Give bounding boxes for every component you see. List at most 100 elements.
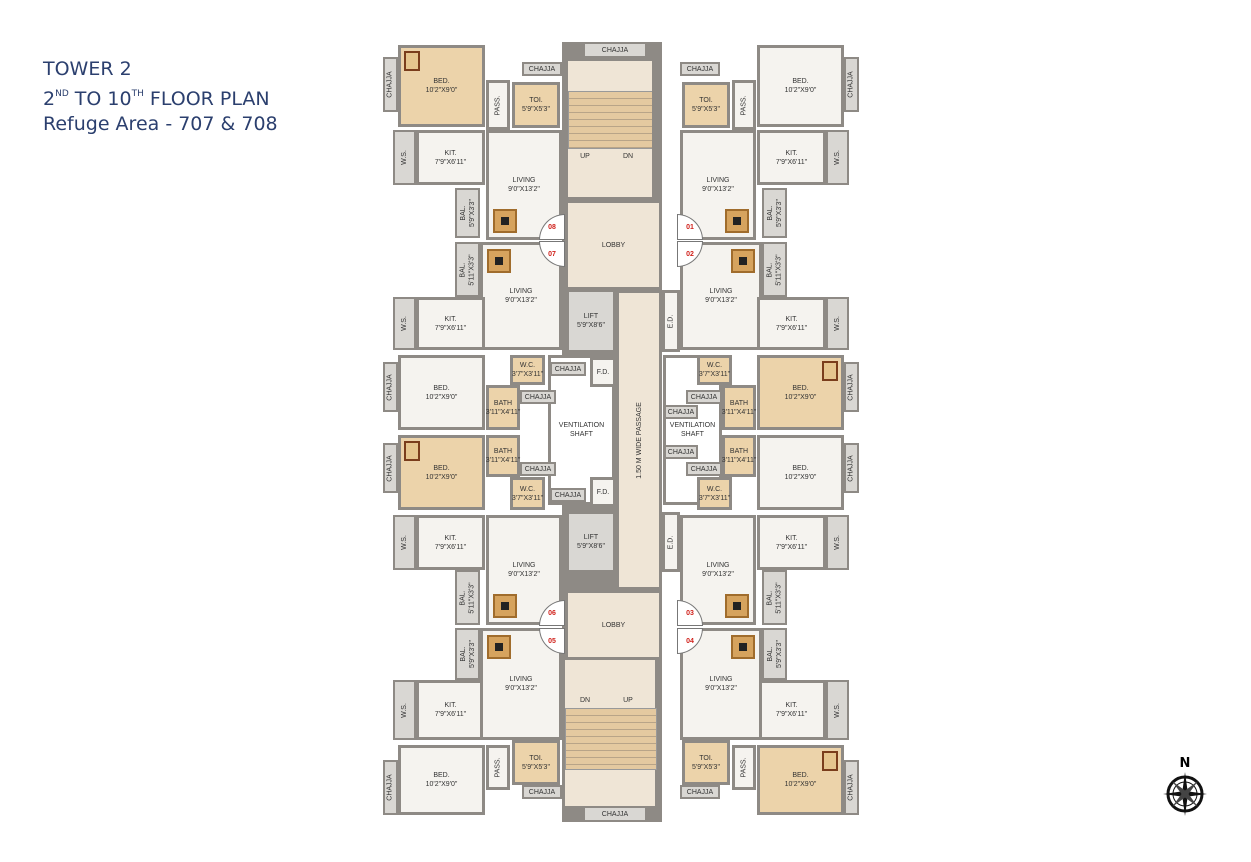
sofa-icon xyxy=(493,594,517,618)
room-label: UP xyxy=(580,152,590,160)
room-label: KIT. xyxy=(444,315,457,323)
room-label: W.S. xyxy=(834,150,841,165)
room-dimensions: 5'11"X3'3" xyxy=(468,581,476,614)
room-dimensions: 9'0"X13'2" xyxy=(508,571,540,578)
unit-06-bed: BED.10'2"X9'0" xyxy=(398,435,485,510)
unit-02-w-s: W.S. xyxy=(826,297,849,350)
room-label: KIT. xyxy=(785,149,798,157)
room-label: CHAJJA xyxy=(524,393,552,401)
room-label: W.C. xyxy=(706,362,723,369)
room-label: LIVING xyxy=(509,288,533,295)
room-label: TOI. xyxy=(529,754,543,762)
sofa-icon xyxy=(487,635,511,659)
unit-01-chajja: CHAJJA xyxy=(680,62,720,76)
room-label: BATH xyxy=(729,399,749,407)
room-label: CHAJJA xyxy=(387,71,395,98)
room-dimensions: 9'0"X13'2" xyxy=(705,297,737,304)
sofa-icon xyxy=(493,209,517,233)
room-label: PASS. xyxy=(494,94,502,116)
fire-duct-top: F.D. xyxy=(590,357,616,387)
unit-07-living: LIVING 9'0"X13'2" xyxy=(480,242,562,350)
room-label: W.S. xyxy=(401,316,408,331)
room-label: LOBBY xyxy=(601,621,626,629)
title-tower: TOWER 2 xyxy=(43,58,132,80)
unit-01-bed: BED.10'2"X9'0" xyxy=(757,45,844,127)
title-refuge-area: Refuge Area - 707 & 708 xyxy=(43,113,278,135)
room-label: CHAJJA xyxy=(387,774,395,801)
unit-07-bal: BAL.5'11"X3'3" xyxy=(455,242,480,297)
room-label: CHAJJA xyxy=(528,65,556,73)
room-label: KIT. xyxy=(444,534,457,542)
unit-03-bal: BAL.5'11"X3'3" xyxy=(762,570,787,625)
north-label: N xyxy=(1179,756,1191,771)
unit-05-pass: PASS. xyxy=(486,745,510,790)
unit-06-chajja: CHAJJA xyxy=(520,462,556,476)
room-dimensions: 9'0"X13'2" xyxy=(505,297,537,304)
unit-02-chajja: CHAJJA xyxy=(686,390,722,404)
lobby-top: LOBBY xyxy=(565,200,662,290)
unit-08-pass: PASS. xyxy=(486,80,510,130)
electric-duct-top: E.D. xyxy=(662,290,680,352)
room-dimensions: 5'11"X3'3" xyxy=(775,581,783,614)
room-label: F.D. xyxy=(596,368,610,376)
room-label: W.S. xyxy=(401,150,408,165)
room-label: W.S. xyxy=(401,535,408,550)
unit-01-kit: KIT.7'9"X6'11" xyxy=(757,130,826,185)
unit-03-w-s: W.S. xyxy=(826,515,849,570)
unit-02-kit: KIT.7'9"X6'11" xyxy=(757,297,826,350)
room-dimensions: 5'11"X3'3" xyxy=(775,253,783,286)
room-label: TOI. xyxy=(699,97,713,104)
room-label: CHAJJA xyxy=(524,465,552,473)
room-label: LOBBY xyxy=(601,241,626,249)
unit-03-chajja: CHAJJA xyxy=(686,462,722,476)
room-label: LIFT xyxy=(583,534,599,541)
unit-03-kit: KIT.7'9"X6'11" xyxy=(757,515,826,570)
room-dimensions: 5'9"X3'3" xyxy=(468,640,476,668)
room-dimensions: 7'9"X6'11" xyxy=(434,324,467,332)
room-label: VENTILATION xyxy=(669,422,716,429)
bed-icon xyxy=(822,751,838,771)
room-label: CHAJJA xyxy=(690,465,718,473)
room-label: TOI. xyxy=(699,754,713,762)
unit-03-bed: BED.10'2"X9'0" xyxy=(757,435,844,510)
unit-04-bal: BAL.5'9"X3'3" xyxy=(762,628,787,680)
top-chajja: CHAJJA xyxy=(583,42,647,58)
room-label: LIVING xyxy=(709,288,733,295)
sofa-icon xyxy=(725,594,749,618)
room-label: PASS. xyxy=(494,757,502,778)
unit-05-chajja: CHAJJA xyxy=(522,785,562,799)
room-label: BED. xyxy=(792,384,809,392)
room-label: W.S. xyxy=(401,702,408,718)
room-label: CHAJJA xyxy=(690,393,718,401)
room-dimensions: 9'0"X13'2" xyxy=(702,571,734,578)
room-label: W.C. xyxy=(706,485,723,493)
room-dimensions: 5'11"X3'3" xyxy=(468,253,476,286)
unit-04-chajja: CHAJJA xyxy=(680,785,720,799)
compass-rose-icon xyxy=(1163,772,1207,816)
unit-08-toi: TOI.5'9"X5'3" xyxy=(512,82,560,128)
unit-08-w-s: W.S. xyxy=(393,130,416,185)
room-dimensions: 3'7"X3'11" xyxy=(698,371,731,378)
room-label: LIVING xyxy=(512,177,536,184)
room-dimensions: 10'2"X9'0" xyxy=(425,781,458,788)
room-label: CHAJJA xyxy=(387,454,395,482)
room-label: BED. xyxy=(433,78,450,85)
room-label: 1.50 M WIDE PASSAGE xyxy=(635,401,643,479)
unit-05-bal: BAL.5'9"X3'3" xyxy=(455,628,480,680)
staircase-bottom xyxy=(565,708,657,770)
room-label: KIT. xyxy=(785,315,798,323)
unit-05-kit: KIT.7'9"X6'11" xyxy=(416,680,485,740)
unit-02-bed: BED.10'2"X9'0" xyxy=(757,355,844,430)
unit-08-chajja: CHAJJA xyxy=(383,57,398,112)
room-dimensions: 3'7"X3'11" xyxy=(698,494,731,502)
room-label: CHAJJA xyxy=(686,788,714,796)
unit-01-w-s: W.S. xyxy=(826,130,849,185)
unit-03-w-c: W.C.3'7"X3'11" xyxy=(697,477,732,510)
room-dimensions: 10'2"X9'0" xyxy=(784,87,817,94)
